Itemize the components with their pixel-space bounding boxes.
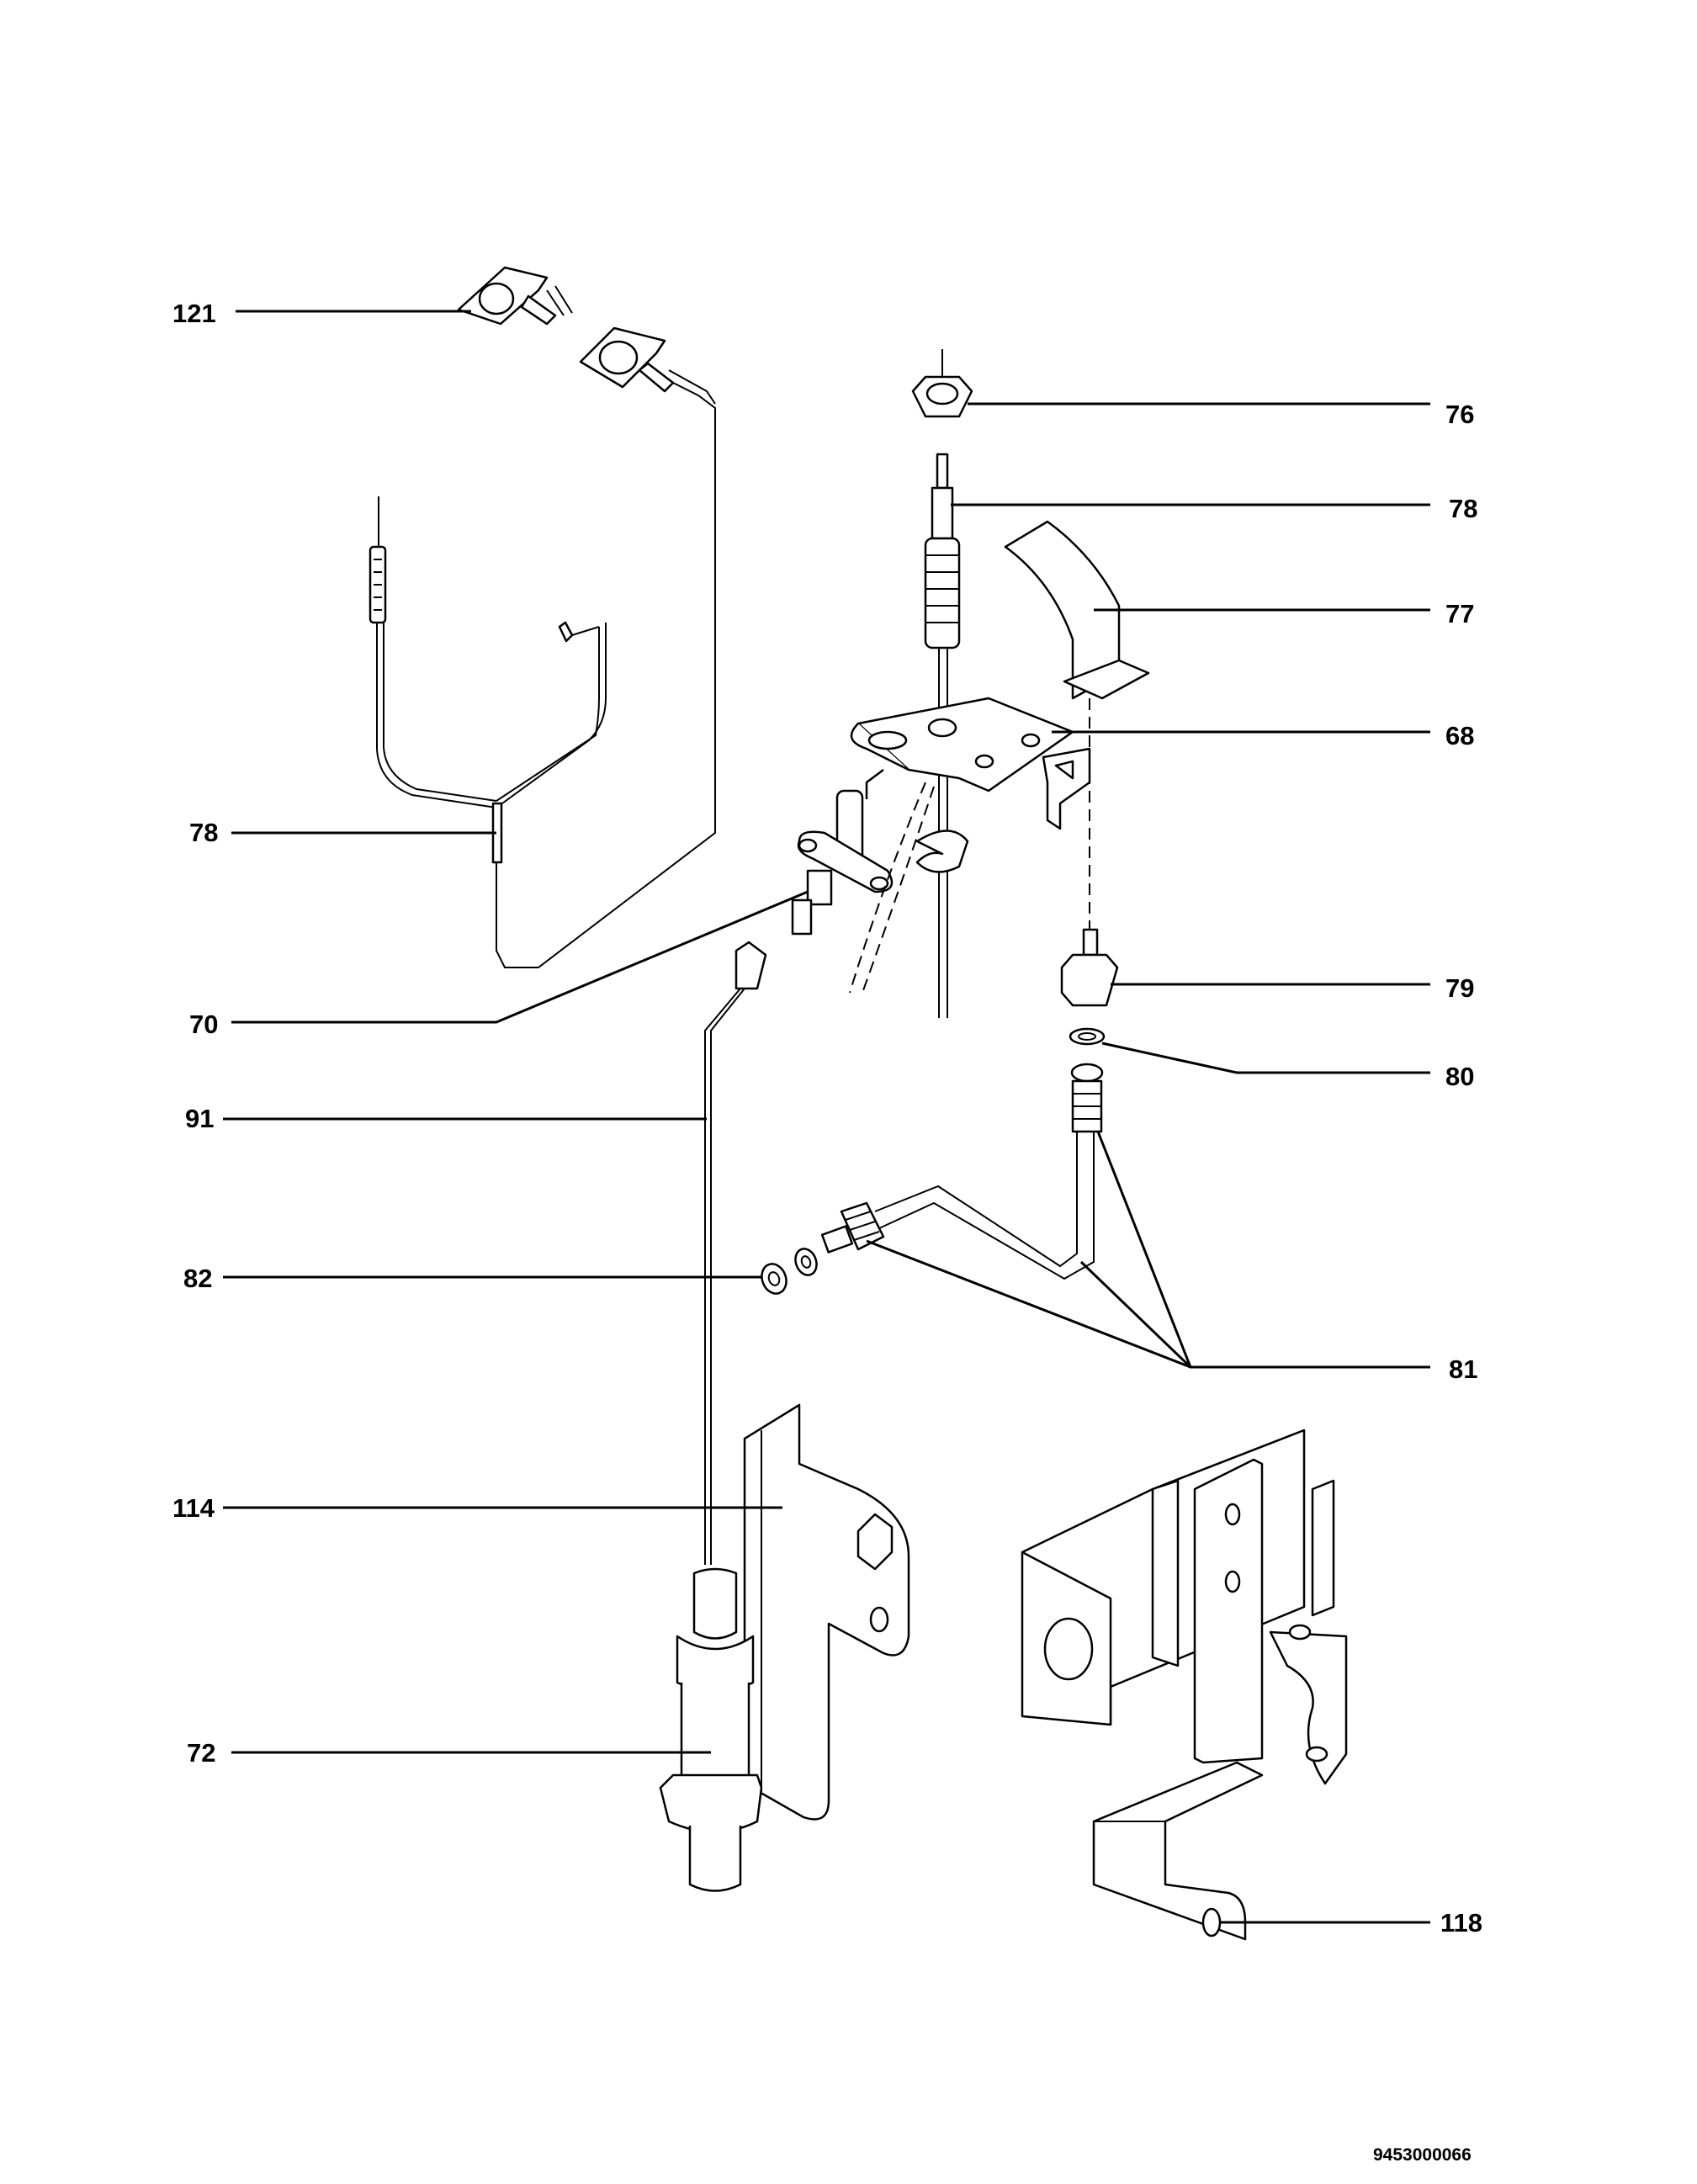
callout-70: 70 (189, 1010, 218, 1039)
nut-76 (911, 349, 973, 418)
callout-72: 72 (187, 1738, 215, 1768)
mounting-plate-68 (850, 697, 1091, 830)
leader-81b (1079, 1260, 1192, 1369)
callout-68: 68 (1445, 721, 1474, 750)
bracket-114 (743, 1403, 910, 1821)
retaining-clip (915, 830, 969, 873)
thermostat-switch-121b (579, 326, 716, 405)
thermocouple-78-left (369, 496, 607, 864)
callout-121: 121 (172, 299, 216, 328)
callout-76: 76 (1445, 400, 1474, 429)
callout-91: 91 (185, 1104, 214, 1133)
callout-78b: 78 (189, 818, 218, 847)
pilot-tube-path (849, 782, 926, 994)
washer-80 (1069, 1027, 1106, 1046)
switch-wire (496, 382, 716, 968)
leader-70 (231, 890, 809, 1024)
callout-77: 77 (1445, 599, 1474, 628)
gas-valve-72 (659, 1567, 763, 1892)
washers-82 (761, 1248, 818, 1295)
callout-78a: 78 (1449, 494, 1477, 523)
pilot-burner-70 (791, 769, 894, 936)
callout-80: 80 (1445, 1062, 1474, 1091)
bracket-118 (1021, 1429, 1348, 1941)
pilot-tube-91 (704, 941, 767, 1565)
document-number: 9453000066 (1373, 2145, 1472, 2165)
leader-81c (1096, 1131, 1192, 1368)
callout-79: 79 (1445, 973, 1474, 1003)
callout-114: 114 (172, 1493, 215, 1523)
leader-lines (223, 310, 1430, 1924)
callout-labels: 121 76 78 77 68 78 70 79 80 91 82 81 114… (172, 299, 1482, 1938)
callout-82: 82 (183, 1264, 212, 1293)
thermostat-switch-121 (457, 266, 573, 326)
bracket-77 (1004, 520, 1150, 700)
leader-80 (1101, 1042, 1430, 1074)
callout-81: 81 (1449, 1354, 1477, 1384)
gas-line-81 (820, 1063, 1104, 1280)
callout-118: 118 (1440, 1908, 1482, 1938)
fitting-79 (1060, 928, 1119, 1007)
